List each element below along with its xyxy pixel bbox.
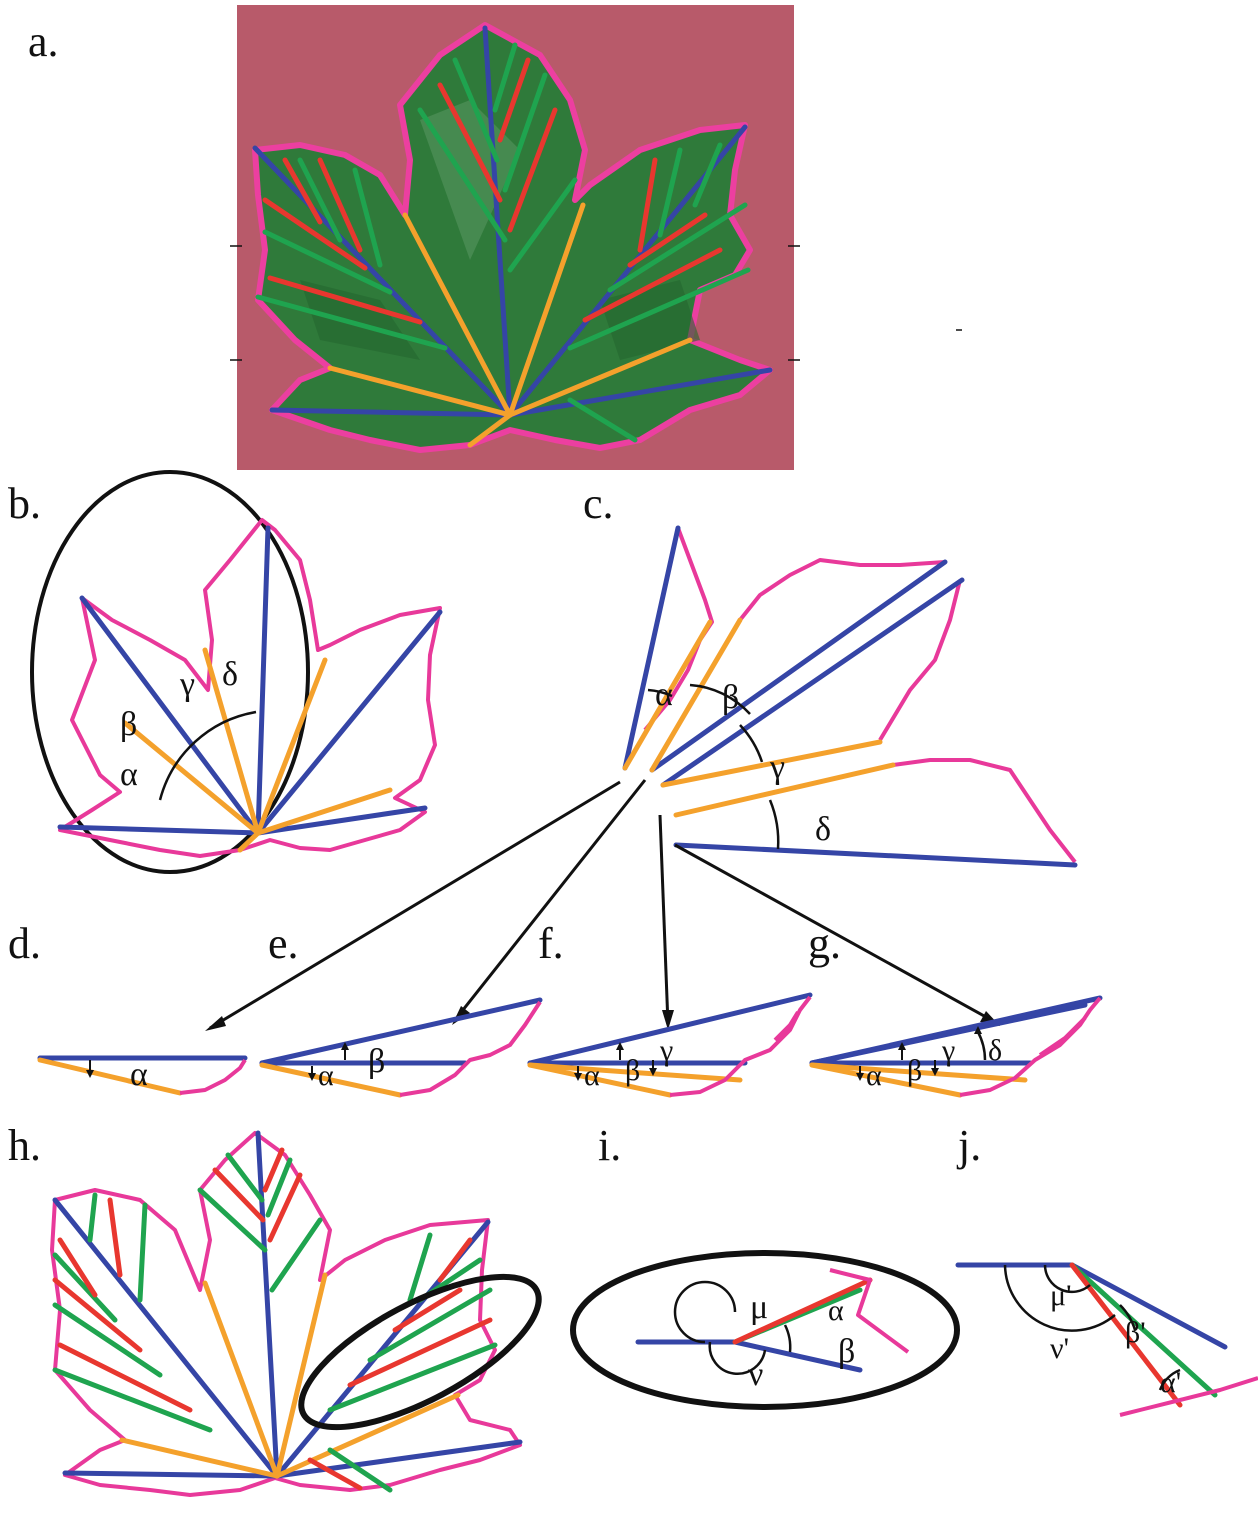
panel-g-alpha: α xyxy=(866,1059,882,1092)
panel-c-gamma: γ xyxy=(769,749,785,786)
panel-d: d. α xyxy=(8,919,245,1093)
panel-c-alpha: α xyxy=(655,676,673,713)
panel-e-alpha: α xyxy=(318,1059,334,1092)
panel-e: e. α β xyxy=(262,919,540,1095)
panel-f: f. α β γ xyxy=(530,919,810,1095)
panel-g-beta: β xyxy=(907,1054,922,1087)
panel-label-j: j. xyxy=(956,1121,981,1170)
panel-label-d: d. xyxy=(8,919,41,968)
panel-i-mu: μ xyxy=(750,1289,768,1326)
panel-b-gamma: γ xyxy=(179,666,195,703)
panel-d-alpha: α xyxy=(130,1056,148,1093)
panel-b-delta: δ xyxy=(222,656,238,693)
panel-c: c. α β γ δ xyxy=(205,479,1075,1031)
panel-b: b. α β γ δ xyxy=(8,472,440,872)
panel-label-c: c. xyxy=(583,479,614,528)
panel-label-h: h. xyxy=(8,1121,41,1170)
panel-label-f: f. xyxy=(538,919,564,968)
panel-label-e: e. xyxy=(268,919,299,968)
panel-j-mu-prime: μ' xyxy=(1050,1279,1072,1312)
panel-label-b: b. xyxy=(8,479,41,528)
panel-i-beta: β xyxy=(838,1333,855,1370)
panel-i-nu: ν xyxy=(748,1356,763,1393)
panel-i-alpha: α xyxy=(828,1294,844,1327)
panel-c-beta: β xyxy=(722,679,739,716)
panel-g-gamma: γ xyxy=(941,1034,955,1067)
panel-e-beta: β xyxy=(368,1043,385,1080)
panel-i: i. μ ν α β xyxy=(573,1121,957,1407)
panel-j-nu-prime: ν' xyxy=(1050,1332,1069,1365)
panel-label-i: i. xyxy=(598,1121,621,1170)
panel-c-delta: δ xyxy=(815,811,831,848)
panel-f-alpha: α xyxy=(584,1059,600,1092)
panel-g-delta: δ xyxy=(988,1034,1002,1067)
panel-f-gamma: γ xyxy=(659,1034,673,1067)
panel-a: a. xyxy=(28,5,962,470)
panel-f-beta: β xyxy=(625,1054,640,1087)
panel-j-beta-prime: β' xyxy=(1125,1316,1146,1349)
panel-g: g. α β γ δ xyxy=(808,919,1100,1095)
panel-label-a: a. xyxy=(28,17,59,66)
panel-j-alpha-prime: α' xyxy=(1160,1366,1181,1399)
panel-label-g: g. xyxy=(808,919,841,968)
panel-b-alpha: α xyxy=(120,756,138,793)
panel-h: h. xyxy=(8,1121,559,1495)
panel-j: j. μ' ν' β' α' xyxy=(956,1121,1258,1415)
panel-b-beta: β xyxy=(120,706,137,743)
